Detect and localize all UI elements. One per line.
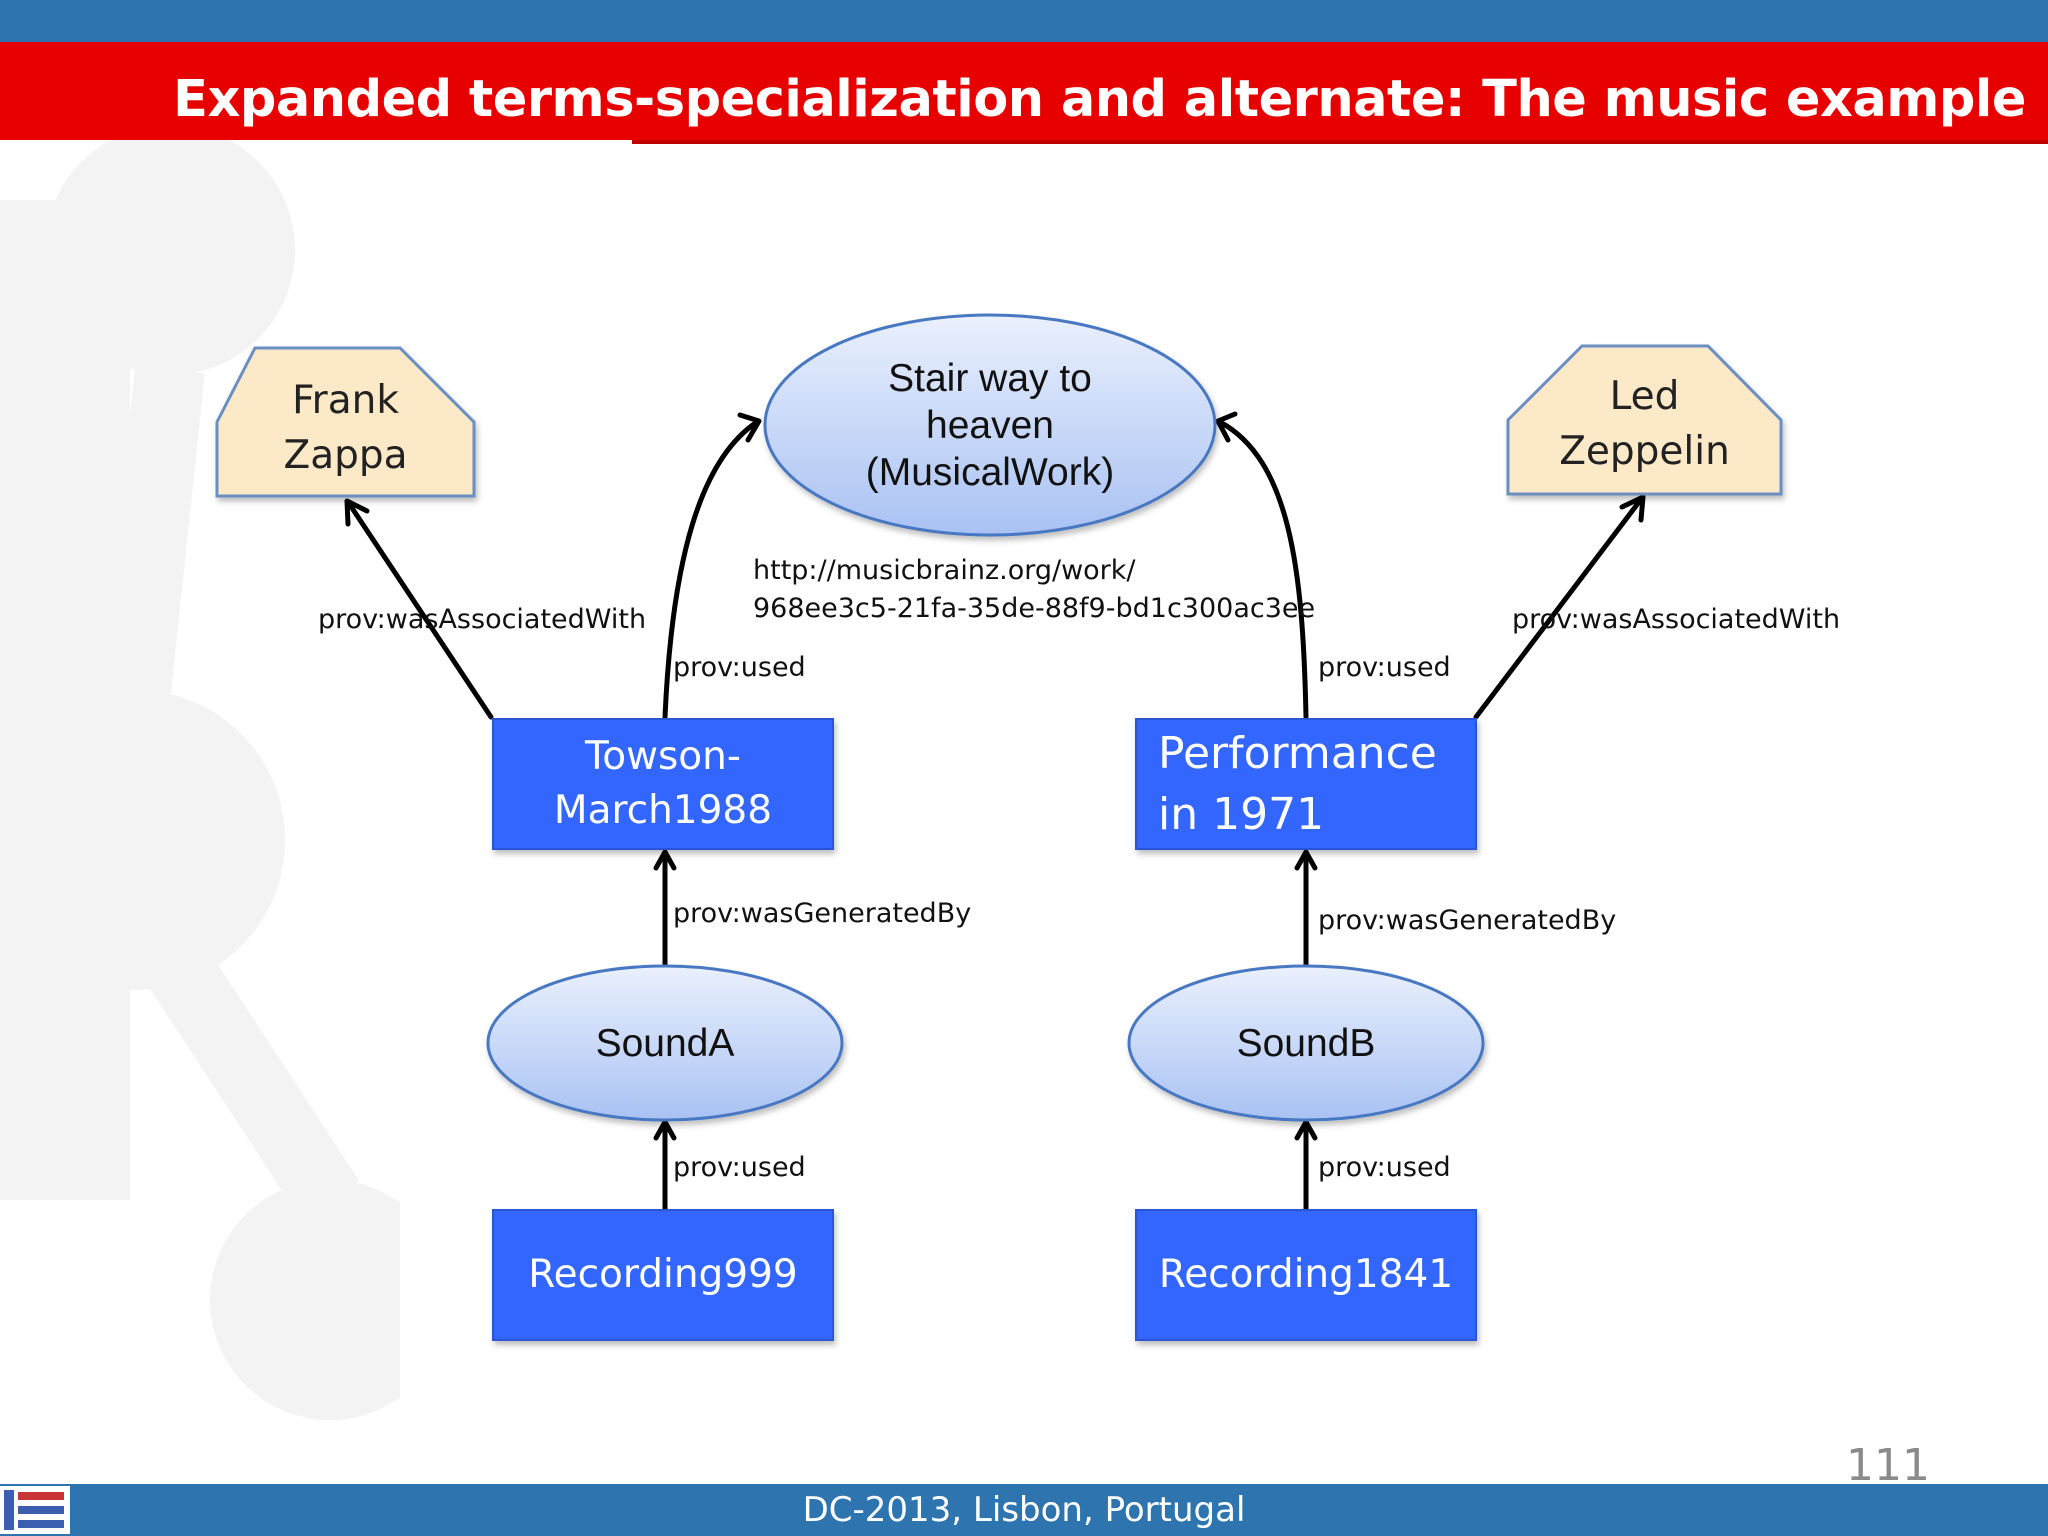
label-was-generated-by-right: prov:wasGeneratedBy (1318, 905, 1617, 936)
edge-associated-towson-to-zappa (345, 499, 494, 720)
label-used-left-top: prov:used (673, 652, 806, 683)
agent-frank-zappa-line2: Zappa (283, 433, 408, 478)
agent-led-zeppelin-label: Led Zeppelin (1508, 356, 1781, 492)
slide-title: Expanded terms-specialization and altern… (173, 70, 2026, 129)
performance-1971-label: Performance in 1971 (1158, 719, 1468, 849)
title-bar (0, 42, 2048, 140)
label-used-left-bottom: prov:used (673, 1152, 806, 1183)
recording999-node (492, 1209, 834, 1341)
performance-1971-node (1135, 718, 1477, 850)
performance-towson-line1: Towson- (585, 734, 741, 779)
edge-arrowhead-generated-performance (1294, 849, 1318, 871)
edge-arrowhead-generated-towson (653, 849, 677, 871)
soundB-node (1127, 964, 1485, 1122)
footer-bar (0, 1484, 2048, 1536)
edge-arrowhead-used-soundA (653, 1119, 677, 1141)
recording999-label: Recording999 (528, 1252, 798, 1297)
performance-towson-line2: March1988 (553, 788, 773, 833)
agent-frank-zappa-node (215, 346, 476, 498)
page-number: 111 (1846, 1440, 1930, 1491)
performance-towson-label: Towson- March1988 (493, 719, 833, 849)
footer-text: DC-2013, Lisbon, Portugal (802, 1490, 1246, 1530)
organization-logo-icon (0, 1486, 70, 1534)
label-used-right-bottom: prov:used (1318, 1152, 1451, 1183)
background-watermark-graphic (0, 140, 400, 1420)
performance-1971-line1: Performance (1158, 728, 1437, 779)
agent-led-zeppelin-node (1506, 344, 1783, 496)
edge-arrowhead-associated-zeppelin (1619, 494, 1646, 523)
label-was-generated-by-left: prov:wasGeneratedBy (673, 898, 972, 929)
soundA-node (486, 964, 844, 1122)
label-was-associated-with-left: prov:wasAssociatedWith (318, 604, 647, 635)
agent-led-zeppelin-line2: Zeppelin (1559, 429, 1730, 474)
musical-work-line3: (MusicalWork) (865, 450, 1115, 494)
work-uri-line1: http://musicbrainz.org/work/ (753, 555, 1136, 586)
edge-arrowhead-used-soundB (1294, 1119, 1318, 1141)
edge-arrowhead-used-towson (737, 412, 762, 443)
work-uri: http://musicbrainz.org/work/ 968ee3c5-21… (753, 552, 1315, 628)
agent-frank-zappa-line1: Frank (292, 378, 399, 423)
performance-towson-node (492, 718, 834, 850)
musical-work-node (763, 313, 1217, 537)
label-used-right-top: prov:used (1318, 652, 1451, 683)
performance-1971-line2: in 1971 (1158, 789, 1325, 840)
soundA-label: SoundA (595, 1021, 735, 1065)
edge-arrowhead-associated-zappa (344, 498, 370, 527)
edge-used-performance-to-work (1217, 419, 1309, 720)
recording1841-label: Recording1841 (1158, 1252, 1454, 1297)
musical-work-line1: Stair way to (888, 356, 1092, 400)
agent-led-zeppelin-line1: Led (1609, 374, 1680, 419)
musical-work-label: Stair way to heaven (MusicalWork) (790, 330, 1190, 520)
edge-arrowhead-used-performance (1215, 411, 1238, 443)
edge-associated-performance-to-zeppelin (1473, 495, 1645, 720)
musical-work-line2: heaven (926, 403, 1054, 447)
soundB-label: SoundB (1236, 1021, 1376, 1065)
top-header-bar (0, 0, 2048, 42)
work-uri-line2: 968ee3c5-21fa-35de-88f9-bd1c300ac3ee (753, 593, 1316, 624)
title-underline (632, 140, 2048, 144)
agent-frank-zappa-label: Frank Zappa (217, 360, 474, 496)
recording1841-node (1135, 1209, 1477, 1341)
edge-used-towson-to-work (662, 419, 760, 720)
label-was-associated-with-right: prov:wasAssociatedWith (1512, 604, 1841, 635)
